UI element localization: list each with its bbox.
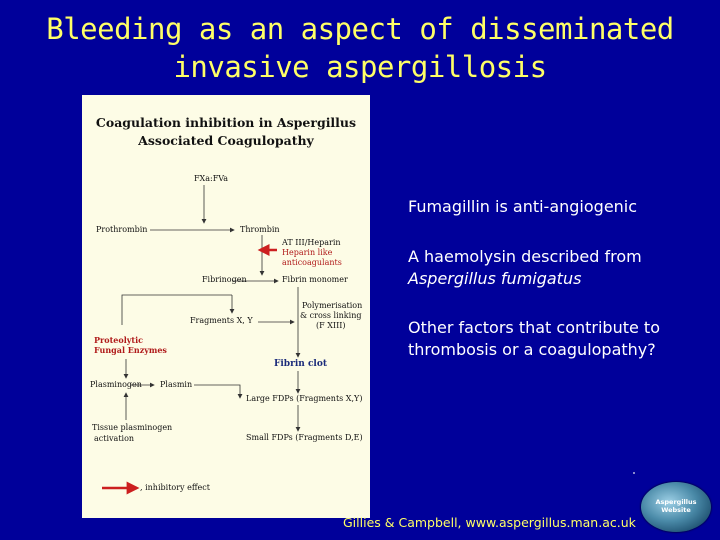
label-polymerisation-1: Polymerisation [302, 301, 363, 310]
diagram-lines [102, 185, 301, 495]
bullet-fumagillin: Fumagillin is anti-angiogenic [408, 197, 638, 216]
diagram-title-line-2: Associated Coagulopathy [138, 133, 314, 148]
label-fibrin-monomer: Fibrin monomer [282, 275, 348, 284]
label-at3: AT III/Heparin [282, 238, 341, 247]
bullet-haemolysin-line-2: Aspergillus fumigatus [408, 269, 582, 288]
label-heparin-like-1: Heparin like [282, 248, 333, 257]
label-fxa: FXa:FVa [194, 174, 229, 183]
aspergillus-website-logo[interactable]: Aspergillus Website [641, 482, 711, 532]
label-fibrin-clot: Fibrin clot [274, 359, 327, 369]
label-small-fdps: Small FDPs (Fragments D,E) [246, 433, 363, 442]
label-thrombin: Thrombin [240, 225, 280, 234]
bullet-haemolysin-line-1: A haemolysin described from [408, 247, 642, 266]
label-proteolytic-2: Fungal Enzymes [94, 345, 167, 355]
bullet-haemolysin: A haemolysin described from Aspergillus … [408, 246, 708, 290]
slide-title: Bleeding as an aspect of disseminated in… [0, 10, 720, 86]
credit-text: Gillies & Campbell, www.aspergillus.man.… [343, 515, 636, 530]
line-plasmin-fdp [194, 384, 243, 399]
coagulation-diagram: Coagulation inhibition in Aspergillus As… [82, 95, 370, 518]
label-prothrombin: Prothrombin [96, 225, 148, 234]
label-fragments-xy: Fragments X, Y [190, 316, 253, 325]
logo-text-line-1: Aspergillus [655, 498, 697, 506]
label-tissue-1: Tissue plasminogen [92, 423, 173, 432]
diagram-title-line-1: Coagulation inhibition in Aspergillus [95, 115, 357, 130]
slide-title-line-1: Bleeding as an aspect of disseminated [46, 12, 674, 46]
line-proteolytic-bracket [121, 294, 232, 325]
label-tissue-2: activation [94, 434, 135, 443]
label-polymerisation-2: & cross linking [300, 311, 362, 320]
logo-text: Aspergillus Website [641, 498, 711, 514]
label-plasmin: Plasmin [160, 380, 193, 389]
diagram-title: Coagulation inhibition in Aspergillus As… [82, 114, 370, 150]
label-large-fdps: Large FDPs (Fragments X,Y) [246, 394, 363, 403]
bullet-other-factors: Other factors that contribute to thrombo… [408, 318, 660, 359]
label-fibrinogen: Fibrinogen [202, 275, 247, 284]
slide-title-line-2: invasive aspergillosis [173, 50, 547, 84]
label-proteolytic-1: Proteolytic [94, 335, 143, 345]
label-heparin-like-2: anticoagulants [282, 258, 342, 267]
legend-label: , inhibitory effect [140, 483, 210, 492]
label-polymerisation-3: (F XIII) [316, 321, 346, 330]
label-plasminogen: Plasminogen [90, 380, 142, 389]
decorative-dot [633, 472, 635, 474]
logo-text-line-2: Website [661, 506, 691, 514]
